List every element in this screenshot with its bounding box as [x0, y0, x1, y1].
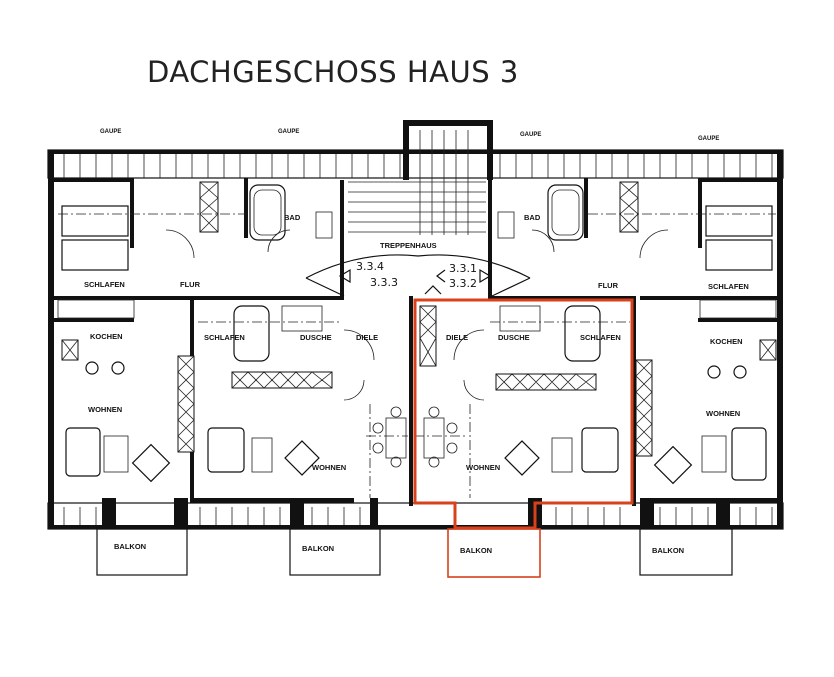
label-schlafen-2: SCHLAFEN [204, 333, 245, 342]
label-gaupe-3: GAUPE [520, 132, 541, 138]
cabinets [61, 181, 777, 457]
bathrooms [233, 184, 601, 362]
label-schlafen-4: SCHLAFEN [708, 282, 749, 291]
highlighted-unit-outline [413, 298, 634, 530]
axis-lines [58, 213, 776, 498]
apartment-numbers: 3.3.4 3.3.3 3.3.1 3.3.2 [356, 260, 477, 290]
label-kochen-right: KOCHEN [710, 337, 743, 346]
label-schlafen-1: SCHLAFEN [84, 280, 125, 289]
kitchens [57, 299, 777, 379]
dining-tables [372, 406, 458, 468]
label-balkon-1: BALKON [114, 542, 146, 551]
label-balkon-3: BALKON [460, 546, 492, 555]
north-windows [63, 154, 773, 178]
label-balkon-4: BALKON [652, 546, 684, 555]
label-dusche-left: DUSCHE [300, 333, 332, 342]
staircase [305, 130, 531, 297]
label-wohnen-4: WOHNEN [706, 409, 740, 418]
label-diele-left: DIELE [356, 333, 378, 342]
label-gaupe-4: GAUPE [698, 136, 719, 142]
label-bad-right: BAD [524, 213, 541, 222]
label-kochen-left: KOCHEN [90, 332, 123, 341]
label-balkon-2: BALKON [302, 544, 334, 553]
apartment-332: 3.3.2 [449, 277, 477, 290]
label-wohnen-1: WOHNEN [88, 405, 122, 414]
apartment-334: 3.3.4 [356, 260, 384, 273]
entry-arrows [338, 268, 492, 295]
label-diele-right: DIELE [446, 333, 468, 342]
label-schlafen-3: SCHLAFEN [580, 333, 621, 342]
label-treppenhaus: TREPPENHAUS [380, 241, 437, 250]
room-labels: GAUPE GAUPE GAUPE GAUPE BAD BAD TREPPENH… [84, 129, 749, 555]
label-flur-right: FLUR [598, 281, 619, 290]
label-wohnen-2: WOHNEN [312, 463, 346, 472]
label-dusche-right: DUSCHE [498, 333, 530, 342]
door-swings [165, 229, 669, 401]
balconies [96, 528, 733, 578]
south-windows [63, 507, 773, 525]
beds [61, 205, 773, 271]
plan-title: DACHGESCHOSS HAUS 3 [147, 55, 519, 89]
living-furniture [65, 427, 767, 485]
label-gaupe-1: GAUPE [100, 129, 121, 135]
label-gaupe-2: GAUPE [278, 129, 299, 135]
apartment-331: 3.3.1 [449, 262, 477, 275]
label-bad-left: BAD [284, 213, 301, 222]
label-wohnen-3: WOHNEN [466, 463, 500, 472]
apartment-333: 3.3.3 [370, 276, 398, 289]
label-flur-left: FLUR [180, 280, 201, 289]
